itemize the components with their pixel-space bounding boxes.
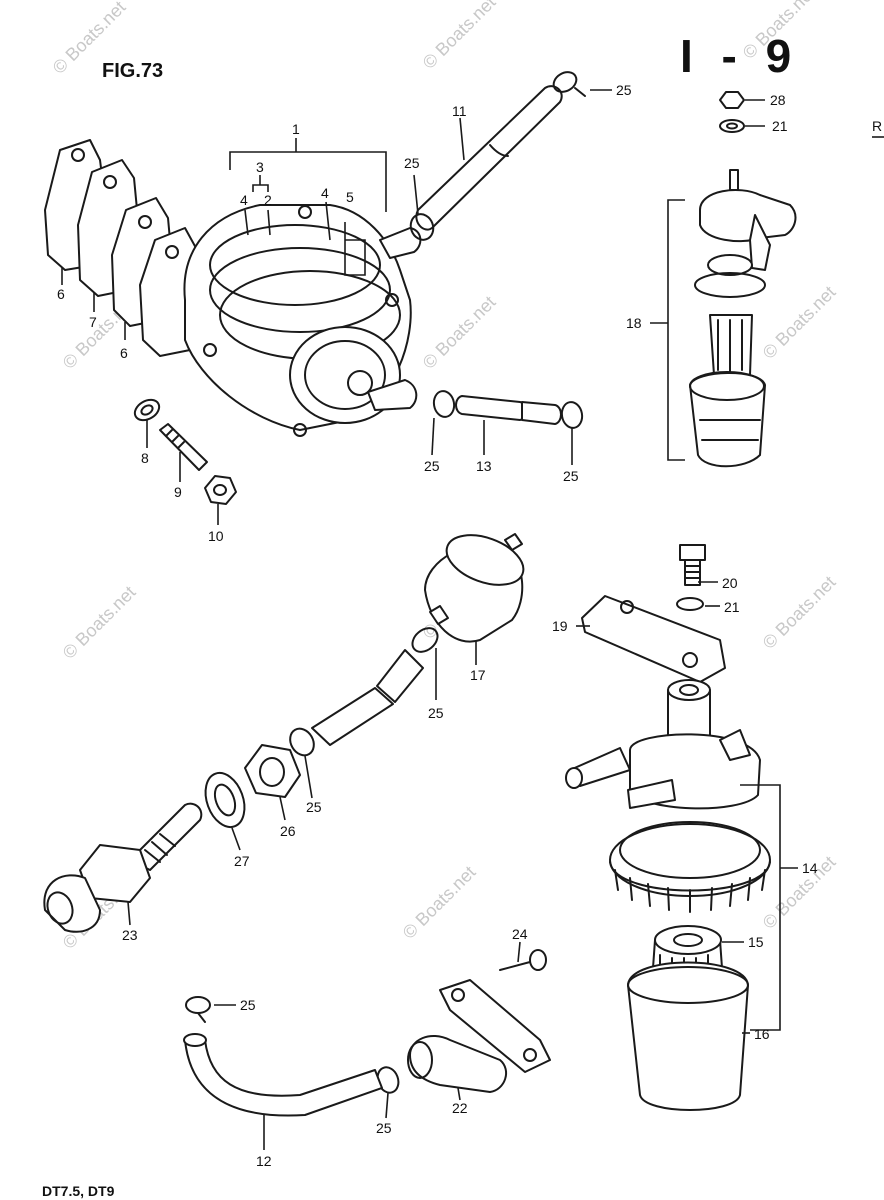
callout-25: 25 xyxy=(376,1120,392,1136)
hose-clip-25-filter xyxy=(411,627,439,653)
callout-13: 13 xyxy=(476,458,492,474)
watermark: © Boats.net xyxy=(759,572,840,653)
callout-23: 23 xyxy=(122,927,138,943)
watermark: © Boats.net xyxy=(419,292,500,373)
watermark: © Boats.net xyxy=(759,282,840,363)
hose-clip-25-pump-outlet xyxy=(409,213,435,241)
watermark: © Boats.net xyxy=(759,852,840,933)
filter-head-14 xyxy=(565,679,761,810)
callout-6: 6 xyxy=(120,345,128,361)
nut-10 xyxy=(204,475,237,505)
watermark: © Boats.net xyxy=(419,0,500,73)
callout-15: 15 xyxy=(748,934,764,950)
fuel-hose-12 xyxy=(183,1033,383,1117)
callout-18: 18 xyxy=(626,315,642,331)
fuel-filter-17 xyxy=(424,533,525,643)
electric-pump-22 xyxy=(407,1035,508,1093)
callout-26: 26 xyxy=(280,823,296,839)
callout-1: 1 xyxy=(292,121,300,137)
bracket-22 xyxy=(439,979,551,1073)
fuel-hose-11 xyxy=(415,85,563,231)
callout-7: 7 xyxy=(89,314,97,330)
hose-clip-25-top xyxy=(552,71,586,97)
callout-20: 20 xyxy=(722,575,738,591)
callout-numbers: 1 2 3 4 4 5 6 7 6 8 9 10 11 25 25 25 13 … xyxy=(57,82,818,1169)
callout-25: 25 xyxy=(616,82,632,98)
callout-22: 22 xyxy=(452,1100,468,1116)
filter-ring-14 xyxy=(609,821,771,913)
callout-28: 28 xyxy=(770,92,786,108)
callout-10: 10 xyxy=(208,528,224,544)
leader-lines xyxy=(61,89,798,1150)
callout-5: 5 xyxy=(346,189,354,205)
callout-25: 25 xyxy=(424,458,440,474)
callout-12: 12 xyxy=(256,1153,272,1169)
washer-21-top xyxy=(719,119,745,133)
callout-25: 25 xyxy=(563,468,579,484)
watermark: © Boats.net xyxy=(59,582,140,663)
callout-21: 21 xyxy=(724,599,740,615)
nut-26 xyxy=(244,744,301,798)
bolt-20 xyxy=(679,544,706,586)
connector-23 xyxy=(43,802,203,933)
hose-clip-25-center xyxy=(289,727,315,757)
callout-4: 4 xyxy=(240,192,248,208)
page-code: I - 9 xyxy=(680,30,799,82)
callout-16: 16 xyxy=(754,1026,770,1042)
figure-title: FIG.73 xyxy=(102,60,163,82)
fuel-hose-center xyxy=(311,649,424,746)
callout-3: 3 xyxy=(256,159,264,175)
watermarks: © Boats.net © Boats.net © Boats.net © Bo… xyxy=(49,0,840,953)
stud-bolt-9 xyxy=(159,423,208,471)
fuel-hose-13 xyxy=(432,390,584,429)
bracket-19 xyxy=(581,595,726,683)
edge-mark: R xyxy=(872,118,882,134)
callout-25: 25 xyxy=(404,155,420,171)
callout-6: 6 xyxy=(57,286,65,302)
washer-27 xyxy=(204,771,246,829)
bracket-18 xyxy=(667,199,685,461)
callout-14: 14 xyxy=(802,860,818,876)
fuel-pump-body xyxy=(183,204,422,437)
callout-2: 2 xyxy=(264,192,272,208)
washer-8 xyxy=(133,398,161,422)
callout-4: 4 xyxy=(321,185,329,201)
callout-25: 25 xyxy=(306,799,322,815)
callout-25: 25 xyxy=(240,997,256,1013)
filter-bowl-16 xyxy=(627,961,749,1111)
hose-clip-25-bottom-left xyxy=(185,996,211,1023)
callout-27: 27 xyxy=(234,853,250,869)
watermark: © Boats.net xyxy=(399,862,480,943)
fuel-filter-18 xyxy=(689,169,797,468)
callout-11: 11 xyxy=(452,103,467,119)
callout-19: 19 xyxy=(552,618,568,634)
callout-17: 17 xyxy=(470,667,486,683)
gasket-plates xyxy=(44,139,201,357)
callout-9: 9 xyxy=(174,484,182,500)
washer-21-bottom xyxy=(676,597,704,611)
screw-24 xyxy=(499,949,547,971)
bracket-14 xyxy=(740,784,781,1031)
callout-25: 25 xyxy=(428,705,444,721)
model-label: DT7.5, DT9 xyxy=(42,1183,115,1199)
callout-21: 21 xyxy=(772,118,788,134)
callout-24: 24 xyxy=(512,926,528,942)
nut-28 xyxy=(719,91,745,109)
callout-8: 8 xyxy=(141,450,149,466)
